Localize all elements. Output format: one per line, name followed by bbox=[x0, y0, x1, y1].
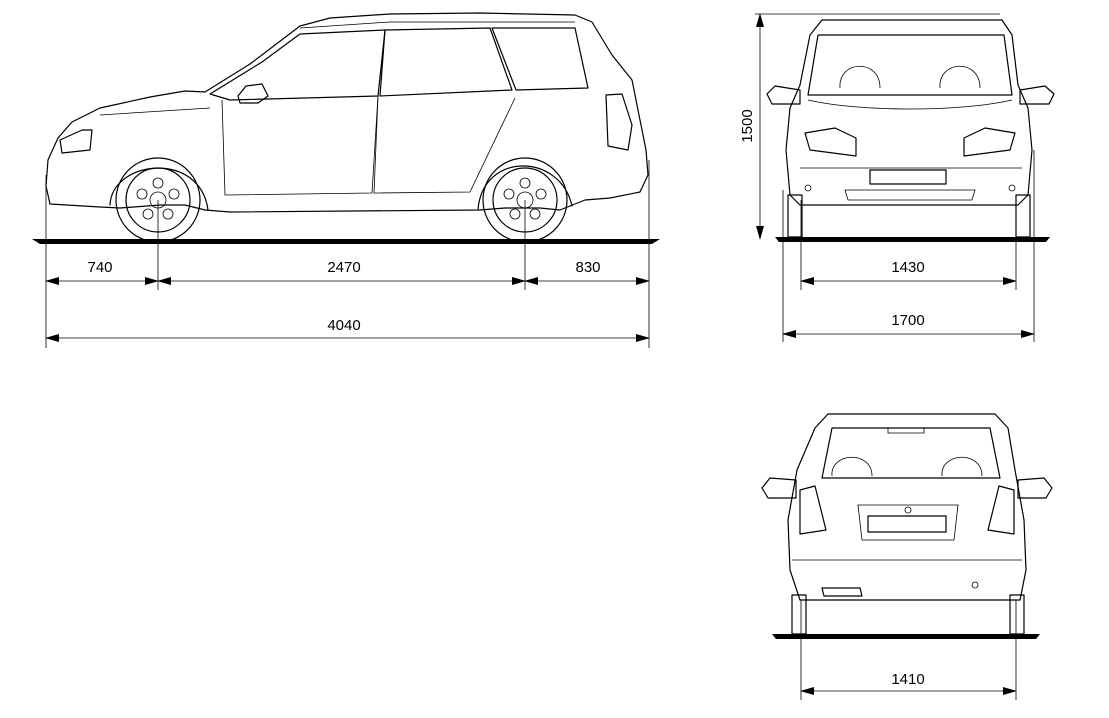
side-view: 740 2470 830 4040 bbox=[32, 12, 660, 348]
rear-window bbox=[821, 427, 1001, 479]
rear-body-outline bbox=[787, 413, 1027, 601]
rear-left-mirror bbox=[761, 477, 797, 499]
rear-right-mirror bbox=[1017, 477, 1053, 499]
overall-width-label: 1700 bbox=[891, 312, 924, 329]
side-body-outline bbox=[45, 12, 649, 213]
rear-license-plate bbox=[867, 515, 947, 533]
side-ground-line bbox=[32, 239, 660, 244]
height-label: 1500 bbox=[739, 109, 756, 142]
front-track-label: 1430 bbox=[891, 259, 924, 276]
side-front-window bbox=[209, 29, 386, 101]
front-right-mirror bbox=[1019, 85, 1055, 105]
front-view: 1500 1430 1700 bbox=[739, 13, 1055, 342]
front-overhang-label: 740 bbox=[87, 259, 112, 276]
overall-length-label: 4040 bbox=[327, 317, 360, 334]
front-ground-line bbox=[775, 237, 1050, 242]
front-left-mirror bbox=[766, 85, 801, 105]
front-body-outline bbox=[785, 19, 1033, 206]
rear-view: 1410 bbox=[761, 413, 1053, 700]
rear-track-label: 1410 bbox=[891, 671, 924, 688]
wheelbase-label: 2470 bbox=[327, 259, 360, 276]
side-rear-window bbox=[379, 27, 513, 97]
side-quarter-window bbox=[491, 27, 589, 91]
rear-overhang-label: 830 bbox=[575, 259, 600, 276]
rear-ground-line bbox=[772, 634, 1040, 639]
front-license-plate bbox=[869, 169, 947, 185]
front-windshield bbox=[807, 34, 1013, 96]
